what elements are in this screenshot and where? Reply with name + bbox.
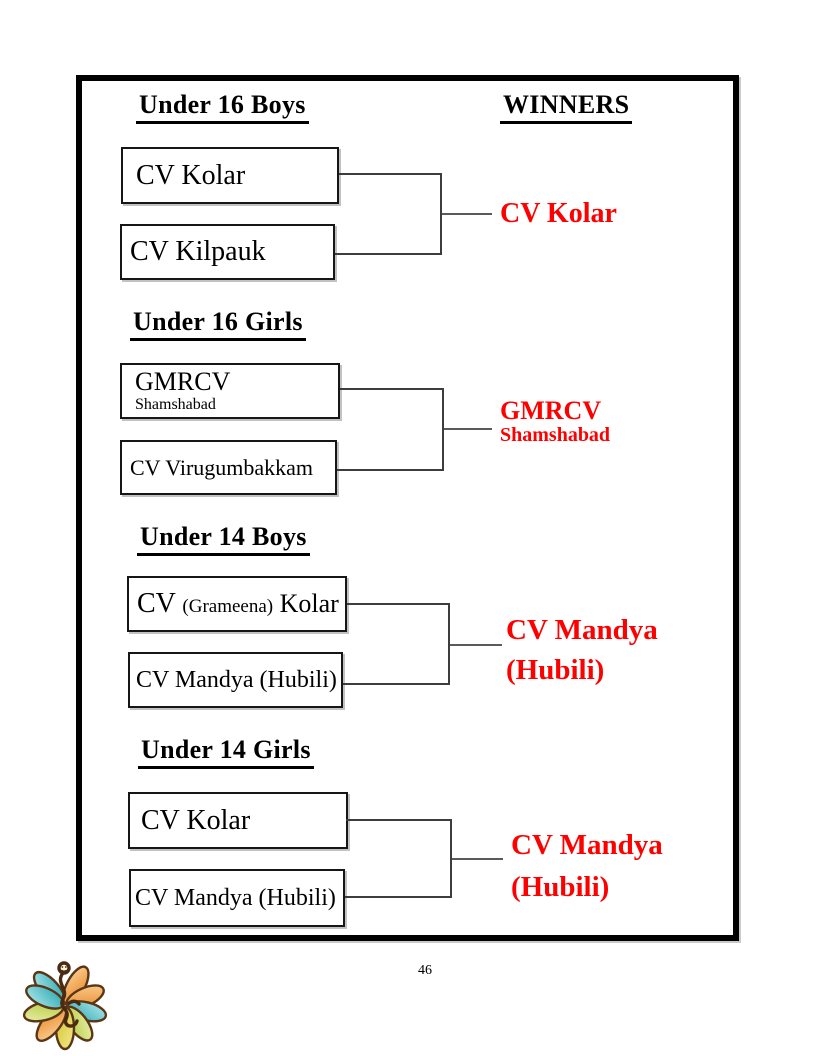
bracket-line bbox=[440, 173, 442, 255]
bracket-line bbox=[339, 173, 440, 175]
team-box-u14b-cv-mandya-hubili: CV Mandya (Hubili) bbox=[128, 652, 343, 708]
team-label: CV Kolar bbox=[136, 160, 246, 191]
section-title-under-16-girls: Under 16 Girls bbox=[130, 307, 306, 341]
team-box-u16g-cv-virugumbakkam: CV Virugumbakkam bbox=[120, 440, 337, 495]
winners-column-header: WINNERS bbox=[500, 90, 633, 124]
team-label-line2: Shamshabad bbox=[135, 396, 216, 413]
winner-name-line2: Shamshabad bbox=[500, 424, 611, 446]
bracket-line bbox=[337, 469, 442, 471]
winner-label-u14b: CV Mandya (Hubili) bbox=[506, 610, 658, 690]
bracket-line bbox=[340, 388, 442, 390]
team-label-part: (Grameena) bbox=[182, 596, 274, 617]
section-title-under-16-boys: Under 16 Boys bbox=[136, 90, 309, 124]
winner-name-line1: CV Mandya bbox=[511, 829, 663, 861]
page-number: 46 bbox=[418, 963, 432, 978]
team-label: CV Mandya (Hubili) bbox=[135, 885, 336, 911]
bracket-line bbox=[442, 213, 492, 215]
winner-label-u16b: CV Kolar bbox=[500, 199, 617, 229]
bracket-line bbox=[448, 603, 450, 685]
winner-name-line1: GMRCV bbox=[500, 396, 602, 425]
winner-name-line2: (Hubili) bbox=[511, 871, 610, 903]
bracket-line bbox=[347, 603, 448, 605]
bracket-line bbox=[444, 428, 492, 430]
team-box-u16b-cv-kolar: CV Kolar bbox=[121, 147, 339, 204]
team-label-part: CV bbox=[137, 588, 183, 619]
section-title-under-14-girls: Under 14 Girls bbox=[138, 735, 314, 769]
bracket-line bbox=[346, 819, 450, 821]
team-box-u16b-cv-kilpauk: CV Kilpauk bbox=[120, 224, 335, 280]
winner-label-u16g: GMRCV Shamshabad bbox=[500, 397, 610, 446]
team-box-u14g-cv-kolar: CV Kolar bbox=[128, 792, 348, 849]
winner-label-u14g: CV Mandya (Hubili) bbox=[511, 824, 663, 908]
bracket-line bbox=[450, 644, 502, 646]
winner-name-line2: (Hubili) bbox=[506, 654, 605, 686]
team-box-u14g-cv-mandya-hubili: CV Mandya (Hubili) bbox=[129, 869, 345, 927]
lotus-om-logo-icon bbox=[13, 951, 117, 1055]
bracket-line bbox=[343, 683, 448, 685]
bracket-line bbox=[450, 819, 452, 898]
team-label: CV Kilpauk bbox=[130, 236, 266, 267]
bracket-line bbox=[345, 896, 450, 898]
winner-name-line1: CV Mandya bbox=[506, 614, 658, 646]
team-label: CV Mandya (Hubili) bbox=[136, 667, 337, 693]
team-label: CV Virugumbakkam bbox=[130, 455, 314, 480]
team-box-u14b-cv-grameena-kolar: CV (Grameena) Kolar bbox=[127, 576, 347, 632]
bracket-line bbox=[335, 253, 440, 255]
section-title-under-14-boys: Under 14 Boys bbox=[137, 522, 310, 556]
team-box-u16g-gmrcv-shamshabad: GMRCV Shamshabad bbox=[120, 363, 340, 419]
team-label-part: Kolar bbox=[273, 589, 339, 618]
bracket-line bbox=[442, 388, 444, 471]
team-label: CV Kolar bbox=[141, 805, 251, 836]
team-label-line1: GMRCV bbox=[135, 367, 231, 396]
bracket-line bbox=[452, 858, 503, 860]
winner-name: CV Kolar bbox=[500, 198, 617, 229]
